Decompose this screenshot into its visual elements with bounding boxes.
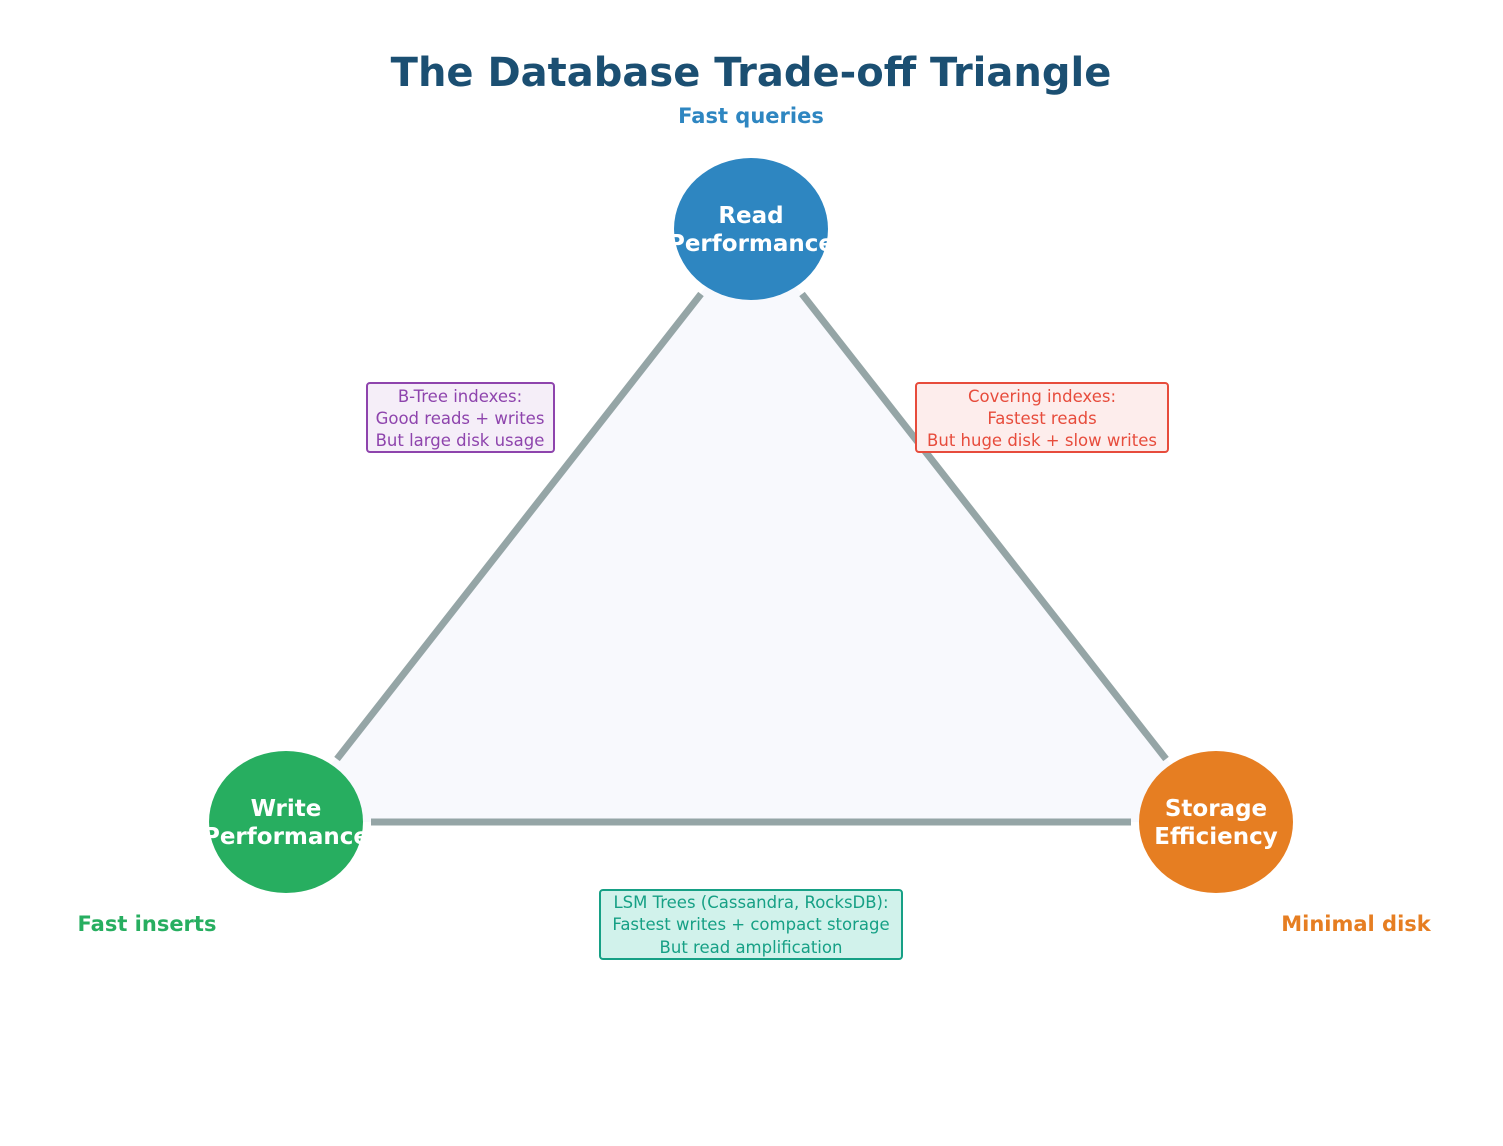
node-write-circle bbox=[209, 751, 363, 893]
node-storage-label-line1: Storage bbox=[1165, 796, 1267, 822]
node-write-label-line2: Performance bbox=[203, 824, 369, 850]
triangle-area bbox=[286, 229, 1216, 822]
edge-read-storage bbox=[799, 291, 1169, 762]
annotation-lsm-line3: But read amplification bbox=[660, 938, 843, 957]
node-write-label-line1: Write bbox=[251, 796, 322, 822]
annotation-lsm-box bbox=[599, 889, 903, 960]
node-read-label-line2: Performance bbox=[668, 231, 834, 257]
annotation-btree-line3: But large disk usage bbox=[376, 431, 545, 450]
annotation-covering-box bbox=[915, 382, 1169, 453]
node-read-circle bbox=[674, 158, 828, 300]
node-storage-circle bbox=[1139, 751, 1293, 893]
annotation-btree-line2: Good reads + writes bbox=[376, 409, 545, 428]
annotation-btree: B-Tree indexes: Good reads + writes But … bbox=[366, 382, 555, 453]
node-storage-efficiency: Storage Efficiency bbox=[1139, 751, 1293, 893]
annotation-btree-box bbox=[366, 382, 555, 453]
annotation-covering: Covering indexes: Fastest reads But huge… bbox=[915, 382, 1169, 453]
node-write-performance: Write Performance bbox=[203, 751, 369, 893]
annotation-btree-line1: B-Tree indexes: bbox=[398, 387, 522, 406]
caption-minimal-disk: Minimal disk bbox=[1281, 912, 1432, 936]
page-title: The Database Trade-off Triangle bbox=[391, 50, 1112, 96]
annotation-covering-line2: Fastest reads bbox=[987, 409, 1096, 428]
caption-fast-inserts: Fast inserts bbox=[78, 912, 217, 936]
annotation-lsm-line1: LSM Trees (Cassandra, RocksDB): bbox=[613, 893, 888, 912]
node-storage-label-line2: Efficiency bbox=[1154, 824, 1277, 850]
annotation-covering-line3: But huge disk + slow writes bbox=[927, 431, 1157, 450]
annotation-lsm-line2: Fastest writes + compact storage bbox=[612, 915, 889, 934]
edge-read-write bbox=[334, 291, 704, 762]
annotation-lsm: LSM Trees (Cassandra, RocksDB): Fastest … bbox=[599, 889, 903, 960]
node-read-label-line1: Read bbox=[718, 203, 783, 229]
annotation-covering-line1: Covering indexes: bbox=[968, 387, 1116, 406]
caption-fast-queries: Fast queries bbox=[678, 104, 824, 128]
node-read-performance: Read Performance bbox=[668, 158, 834, 300]
